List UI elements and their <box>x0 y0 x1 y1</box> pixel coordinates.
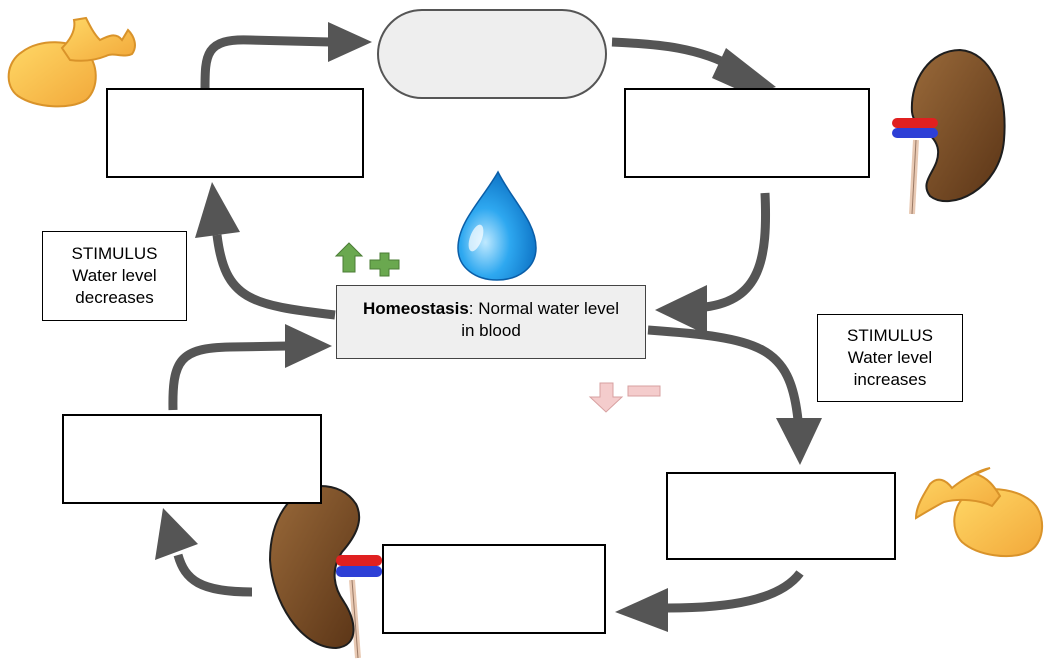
water-drop-icon <box>457 170 537 281</box>
answer-box-bottom-right[interactable] <box>666 472 896 560</box>
kidney-icon-top-right <box>892 48 1006 215</box>
arrowhead-3 <box>655 285 707 335</box>
answer-box-top-left[interactable] <box>106 88 364 178</box>
arrowhead-5 <box>615 588 668 632</box>
stimulus-increase-line3: increases <box>853 370 927 389</box>
pituitary-gland-icon-top-left <box>7 16 136 108</box>
arrowhead-7 <box>285 324 332 368</box>
arrow-homeostasis-to-upper-left <box>212 234 336 320</box>
arrow-lower-right-to-bottom-center <box>667 570 804 613</box>
stimulus-increase-box: STIMULUS Water level increases <box>817 314 963 402</box>
arrowhead-6 <box>155 508 198 560</box>
plus-icon <box>369 252 400 277</box>
arrow-top-center-to-right <box>611 37 738 72</box>
homeostasis-line1: Homeostasis: Normal water level <box>337 298 645 320</box>
stimulus-decrease-box: STIMULUS Water level decreases <box>42 231 187 321</box>
arrow-kidney-to-lower-left <box>173 553 253 597</box>
stimulus-decrease-line2: Water level <box>72 266 157 285</box>
arrow-top-left-to-center <box>200 35 331 91</box>
homeostasis-text-part2: in blood <box>461 321 521 340</box>
stimulus-decrease-line3: decreases <box>75 288 154 307</box>
up-arrow-icon <box>334 242 364 273</box>
pituitary-gland-icon-bottom-right <box>914 467 1044 558</box>
arrowhead-4 <box>776 418 822 465</box>
arrow-homeostasis-to-lower-right <box>647 325 803 421</box>
minus-icon <box>627 385 661 397</box>
homeostasis-label: Homeostasis <box>362 299 469 318</box>
answer-box-top-right[interactable] <box>624 88 870 178</box>
arrowhead-2 <box>712 48 776 95</box>
kidney-icon-bottom-center <box>268 484 382 659</box>
answer-box-middle-left[interactable] <box>62 414 322 504</box>
homeostasis-text-part1: : Normal water level <box>468 299 620 318</box>
top-center-oval[interactable] <box>377 9 607 99</box>
arrow-right-down-to-homeostasis <box>704 192 770 312</box>
down-arrow-icon <box>588 382 624 413</box>
homeostasis-box: Homeostasis: Normal water level in blood <box>336 285 646 359</box>
stimulus-increase-line2: Water level <box>847 348 933 367</box>
stimulus-increase-line1: STIMULUS <box>847 326 933 345</box>
stimulus-decrease-line1: STIMULUS <box>71 244 158 263</box>
arrowhead-8 <box>195 182 240 238</box>
answer-box-bottom-center[interactable] <box>382 544 606 634</box>
arrowhead-1 <box>328 22 372 62</box>
arrow-lower-left-to-homeostasis <box>168 341 289 411</box>
